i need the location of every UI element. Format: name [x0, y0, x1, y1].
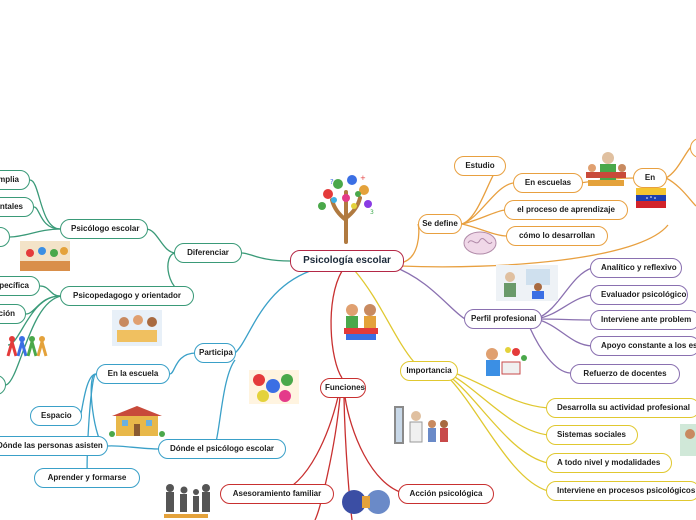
- central-topic[interactable]: Psicología escolar: [290, 250, 404, 272]
- donde-personas-label: Dónde las personas asisten: [0, 441, 103, 450]
- svg-text:?: ?: [330, 178, 334, 186]
- diferenciar-node[interactable]: Diferenciar: [174, 243, 242, 263]
- teacher-students-image: [582, 150, 630, 190]
- importancia-item-2-label: A todo nivel y modalidades: [557, 458, 661, 467]
- school-building-image: [108, 404, 166, 438]
- participa-label: Participa: [199, 348, 233, 357]
- perfil-node[interactable]: Perfil profesional: [464, 309, 542, 329]
- importancia-item-1-label: Sistemas sociales: [557, 430, 626, 439]
- accion-label: Acción psicológica: [409, 489, 483, 498]
- family-image: [160, 482, 212, 520]
- importancia-item-0[interactable]: Desarrolla su actividad profesional: [546, 398, 696, 418]
- asesoramiento-node[interactable]: Asesoramiento familiar: [220, 484, 334, 504]
- funciones-label: Funciones: [325, 383, 366, 392]
- counseling-image: [496, 265, 558, 301]
- psicologo-escolar-node[interactable]: Psicólogo escolar: [60, 219, 148, 239]
- svg-text:+: +: [360, 174, 366, 182]
- paper-people-image: [4, 334, 52, 360]
- importancia-item-1[interactable]: Sistemas sociales: [546, 425, 638, 445]
- estudio-node[interactable]: Estudio: [454, 156, 506, 176]
- right-edge-image: [680, 424, 696, 456]
- perfil-item-3[interactable]: Apoyo constante a los es: [590, 336, 696, 356]
- boy-with-book-image: [478, 344, 530, 380]
- children-reading-image: [112, 310, 162, 346]
- importancia-item-0-label: Desarrolla su actividad profesional: [557, 403, 690, 412]
- classroom-image: [20, 241, 70, 271]
- donde-personas-node[interactable]: Dónde las personas asisten: [0, 436, 108, 456]
- en-escuelas-node[interactable]: En escuelas: [513, 173, 583, 193]
- left-item-4-label: ción: [0, 309, 15, 318]
- perfil-label: Perfil profesional: [471, 314, 537, 323]
- asesoramiento-label: Asesoramiento familiar: [232, 489, 322, 498]
- tree-illustration: ? + 3: [308, 170, 384, 244]
- doctor-office-image: [392, 402, 456, 448]
- left-item-0-label: mplia: [0, 175, 19, 184]
- importancia-item-3-label: Interviene en procesos psicológicos: [557, 486, 696, 495]
- como-node[interactable]: cómo lo desarrollan: [506, 226, 608, 246]
- venezuela-flag-image: [636, 188, 666, 208]
- left-item-3[interactable]: pecífica: [0, 276, 40, 296]
- perfil-item-3-label: Apoyo constante a los es: [601, 341, 696, 350]
- psicologo-escolar-label: Psicólogo escolar: [71, 224, 140, 233]
- espacio-label: Espacio: [41, 411, 72, 420]
- left-item-3-label: pecífica: [0, 281, 29, 290]
- puzzle-heads-image: [338, 484, 394, 520]
- importancia-node[interactable]: Importancia: [400, 361, 458, 381]
- como-label: cómo lo desarrollan: [518, 231, 596, 240]
- perfil-item-0[interactable]: Analítico y reflexivo: [590, 258, 682, 278]
- se-define-label: Se define: [422, 219, 458, 228]
- left-item-0[interactable]: mplia: [0, 170, 30, 190]
- perfil-item-2-label: Interviene ante problem: [601, 315, 692, 324]
- funciones-node[interactable]: Funciones: [320, 378, 366, 398]
- donde-psicologo-node[interactable]: Dónde el psicólogo escolar: [158, 439, 286, 459]
- estudio-label: Estudio: [465, 161, 495, 170]
- left-item-1-label: ntales: [0, 202, 23, 211]
- psicopedagogo-node[interactable]: Psicopedagogo y orientador: [60, 286, 194, 306]
- svg-text:3: 3: [370, 209, 374, 216]
- participa-node[interactable]: Participa: [194, 343, 236, 363]
- left-item-4[interactable]: ción: [0, 304, 26, 324]
- se-define-node[interactable]: Se define: [418, 214, 462, 234]
- espacio-node[interactable]: Espacio: [30, 406, 82, 426]
- proceso-node[interactable]: el proceso de aprendizaje: [504, 200, 628, 220]
- perfil-item-1[interactable]: Evaluador psicológico: [590, 285, 688, 305]
- importancia-item-3[interactable]: Interviene en procesos psicológicos: [546, 481, 696, 501]
- en-la-escuela-node[interactable]: En la escuela: [96, 364, 170, 384]
- importancia-item-2[interactable]: A todo nivel y modalidades: [546, 453, 672, 473]
- colorful-kids-image: [249, 370, 299, 404]
- proceso-label: el proceso de aprendizaje: [517, 205, 615, 214]
- en-la-escuela-label: En la escuela: [107, 369, 159, 378]
- donde-psicologo-label: Dónde el psicólogo escolar: [169, 444, 275, 453]
- aprender-label: Aprender y formarse: [47, 473, 127, 482]
- perfil-item-1-label: Evaluador psicológico: [601, 290, 687, 299]
- perfil-item-2[interactable]: Interviene ante problem: [590, 310, 696, 330]
- kids-on-books-image: [338, 298, 384, 344]
- importancia-label: Importancia: [406, 366, 452, 375]
- en-label: En: [644, 173, 656, 182]
- aprender-node[interactable]: Aprender y formarse: [34, 468, 140, 488]
- perfil-item-4-label: Refuerzo de docentes: [583, 369, 667, 378]
- brain-image: [462, 230, 498, 256]
- perfil-item-0-label: Analítico y reflexivo: [601, 263, 677, 272]
- perfil-item-4[interactable]: Refuerzo de docentes: [570, 364, 680, 384]
- en-escuelas-label: En escuelas: [524, 178, 572, 187]
- diferenciar-label: Diferenciar: [187, 248, 229, 257]
- psicopedagogo-label: Psicopedagogo y orientador: [72, 291, 181, 300]
- central-topic-label: Psicología escolar: [303, 255, 391, 266]
- accion-node[interactable]: Acción psicológica: [398, 484, 494, 504]
- en-node[interactable]: En: [633, 168, 667, 188]
- left-item-1[interactable]: ntales: [0, 197, 34, 217]
